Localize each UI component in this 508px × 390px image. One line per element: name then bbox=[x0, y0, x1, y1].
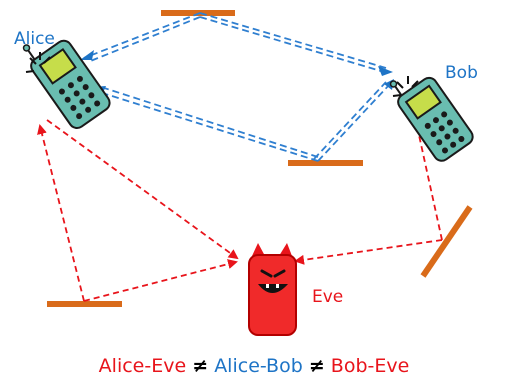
blue-arrowheads bbox=[80, 50, 394, 95]
bob-signal-icon bbox=[392, 76, 419, 97]
eve-device-icon bbox=[248, 243, 297, 336]
eve-label: Eve bbox=[312, 287, 344, 307]
bob-label: Bob bbox=[445, 63, 478, 83]
blue-path-top bbox=[83, 12, 387, 73]
red-path-right bbox=[294, 115, 443, 265]
formula-bob-eve: Bob-Eve bbox=[330, 355, 410, 377]
alice-label: Alice bbox=[14, 29, 55, 49]
formula-alice-bob: Alice-Bob bbox=[214, 355, 303, 377]
red-path-left bbox=[37, 119, 239, 302]
formula-neq-2: ≠ bbox=[308, 355, 325, 377]
key-inequality-formula: Alice-Eve ≠ Alice-Bob ≠ Bob-Eve bbox=[0, 355, 508, 377]
alice-phone-icon bbox=[22, 39, 111, 130]
bob-phone-icon bbox=[389, 76, 474, 162]
blue-path-middle bbox=[95, 81, 391, 162]
formula-alice-eve: Alice-Eve bbox=[98, 355, 187, 377]
reflector-right-diagonal bbox=[420, 205, 473, 278]
formula-neq-1: ≠ bbox=[192, 355, 209, 377]
alice-signal-icon bbox=[25, 52, 51, 73]
